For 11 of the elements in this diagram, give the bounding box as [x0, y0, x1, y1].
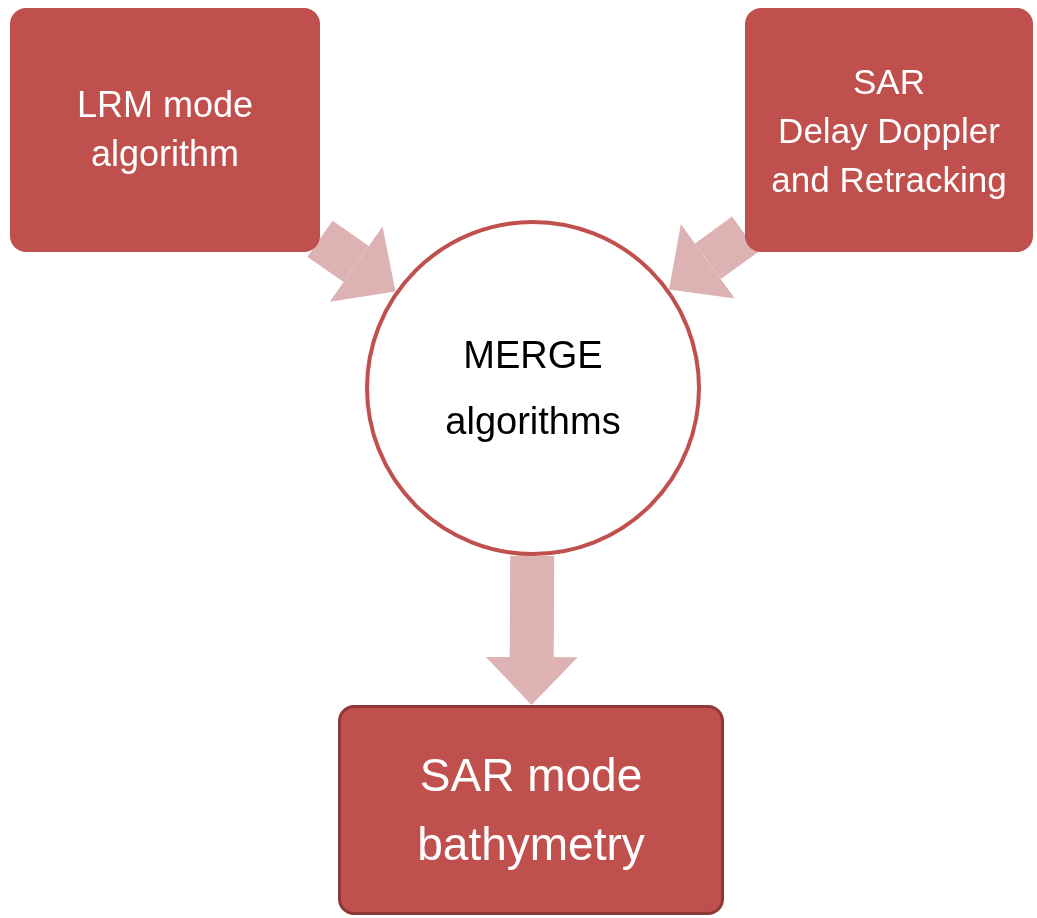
node-label: Delay Doppler and Retracking	[770, 109, 1008, 201]
node-label: MERGE algorithms	[444, 332, 622, 444]
block-arrow	[485, 555, 578, 705]
block-arrow	[669, 216, 758, 299]
node-label: SAR mode bathymetry	[416, 748, 646, 872]
process-box	[10, 8, 320, 252]
output-box	[338, 705, 724, 915]
node-label: SAR	[853, 60, 925, 103]
block-arrow	[307, 220, 396, 302]
node-label: LRM mode algorithm	[75, 83, 255, 176]
process-box	[745, 8, 1033, 252]
